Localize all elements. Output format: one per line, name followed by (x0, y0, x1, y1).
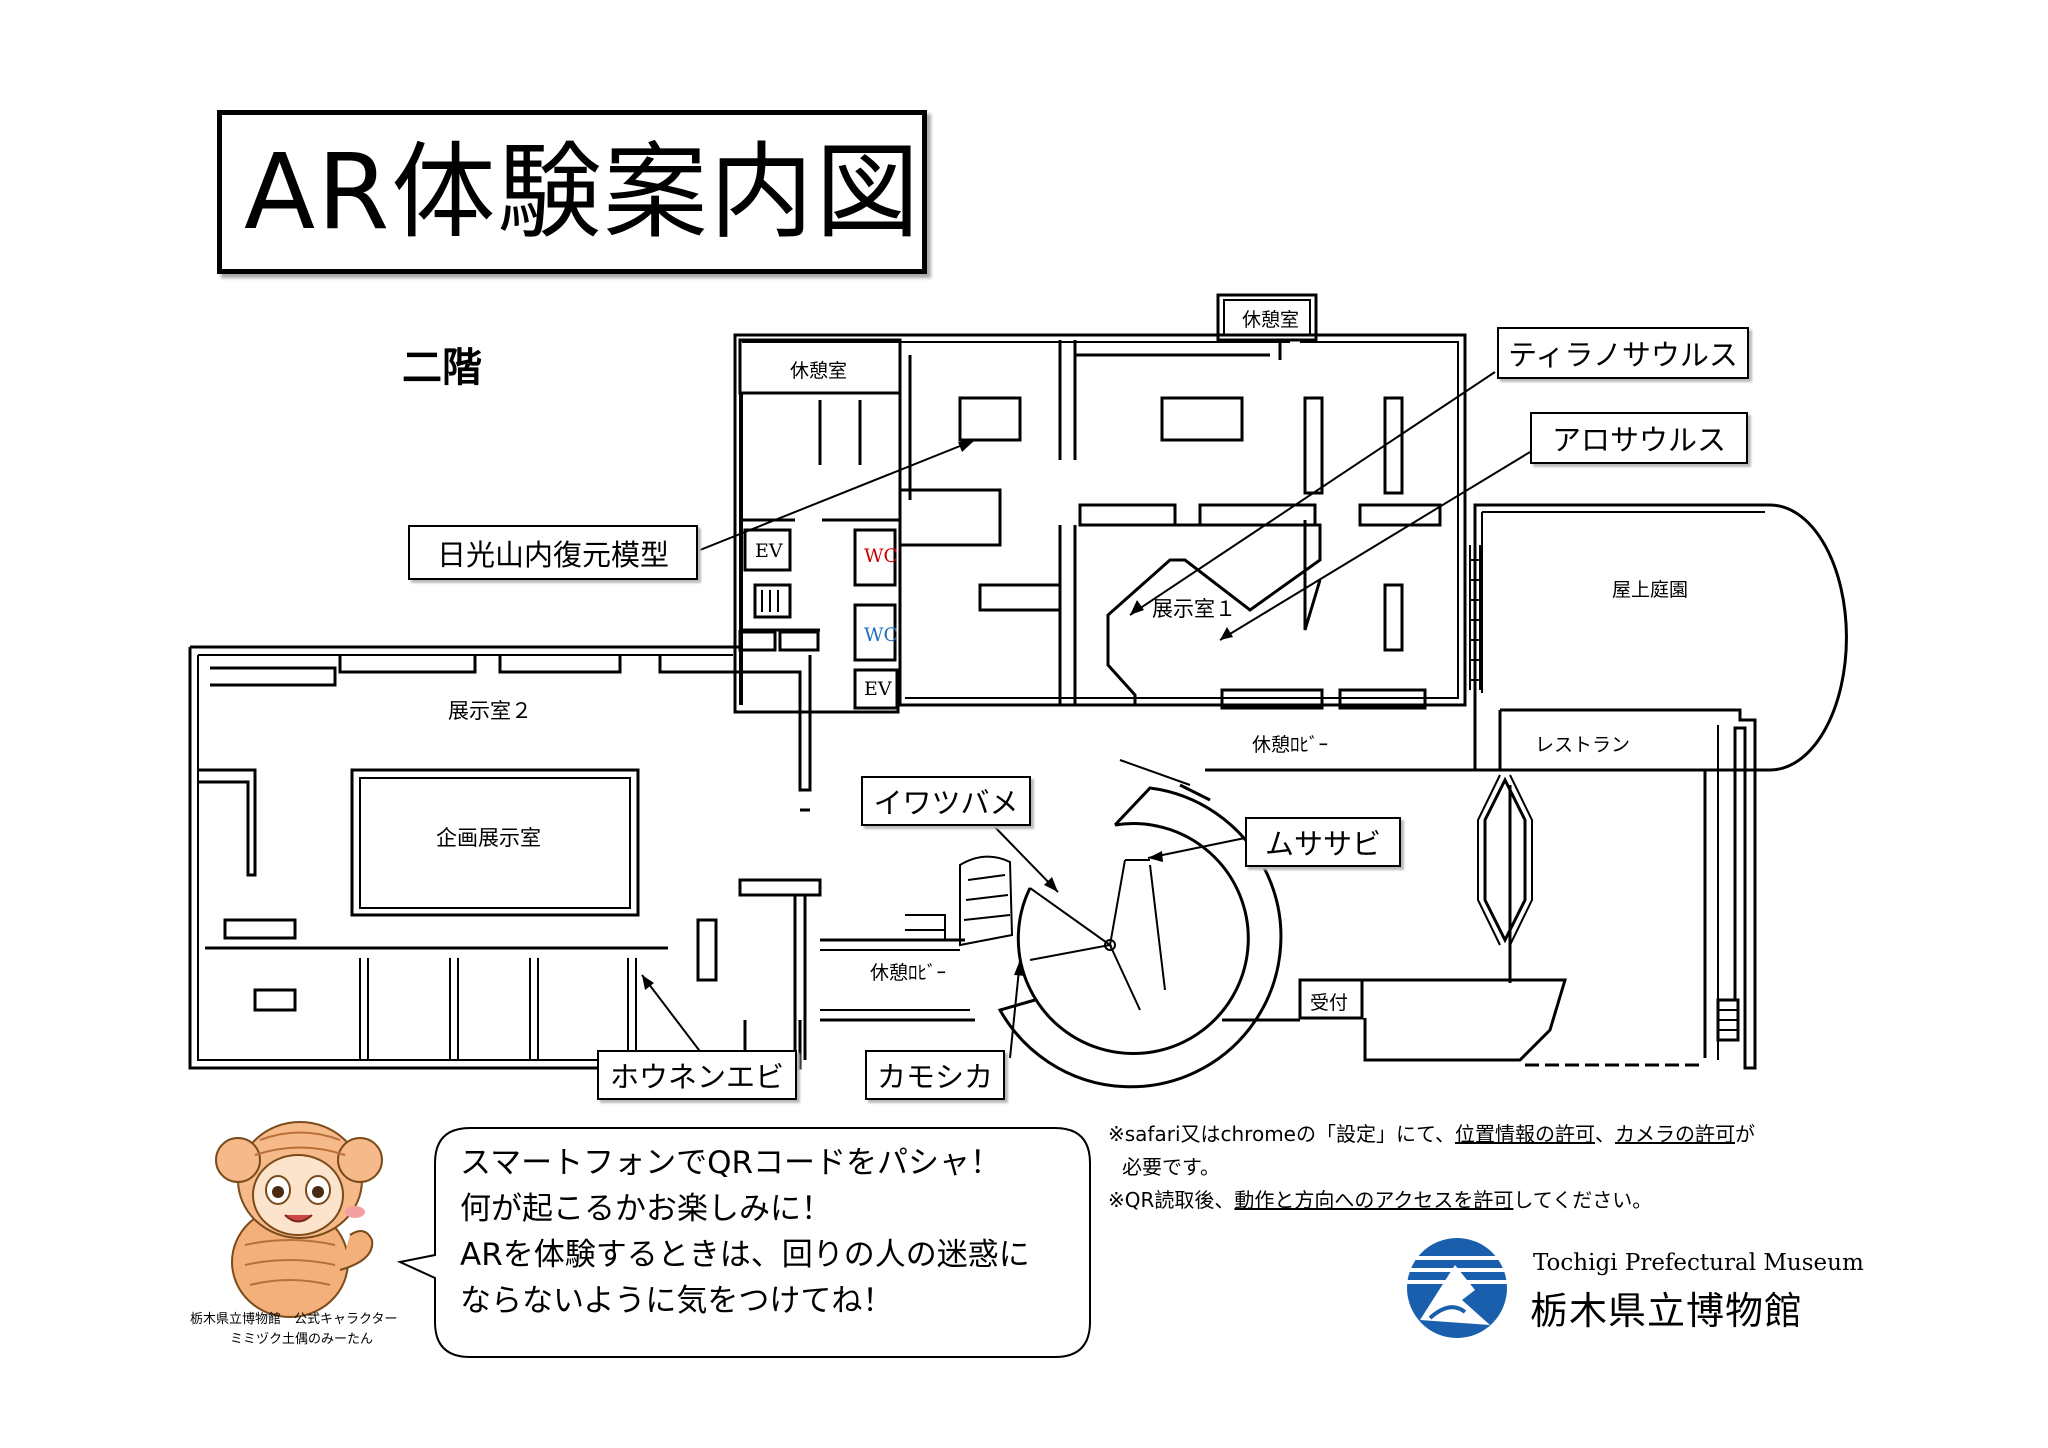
bubble-line: 何が起こるかお楽しみに！ (460, 1191, 832, 1227)
camera-permission-text: カメラの許可 (1615, 1122, 1735, 1146)
rest-room-label: 休憩室 (790, 360, 848, 382)
floor-label: 二階 (402, 345, 482, 391)
motion-permission-text: 動作と方向へのアクセスを許可 (1234, 1188, 1514, 1212)
rotunda-outline (997, 786, 1283, 1089)
note-line: ※QR読取後、動作と方向へのアクセスを許可してください。 (1108, 1184, 1755, 1217)
logo-japanese: 栃木県立博物館 (1530, 1289, 1804, 1333)
character-caption: ミミヅク土偶のみーたん (230, 1332, 374, 1347)
note-text: してください。 (1513, 1188, 1653, 1212)
bubble-line: スマートフォンでQRコードをパシャ！ (460, 1145, 1002, 1181)
location-permission-text: 位置情報の許可 (1455, 1122, 1595, 1146)
page-title: AR体験案内図 (244, 131, 922, 253)
museum-logo-icon (1407, 1238, 1507, 1338)
rest-lobby-label: 休憩ﾛﾋﾞｰ (870, 962, 947, 984)
rest-lobby-label: 休憩ﾛﾋﾞｰ (1252, 734, 1329, 756)
note-text: ※QR読取後、 (1108, 1188, 1235, 1212)
special-exhibit-label: 企画展示室 (436, 826, 541, 850)
callout-allosaurus: アロサウルス (1530, 412, 1748, 464)
rest-room-top-right-box (1216, 293, 1318, 342)
mitan-character-icon (215, 1121, 383, 1318)
note-text: ※safari又はchromeの「設定」にて、 (1108, 1122, 1455, 1146)
exhibit2-label: 展示室２ (448, 699, 532, 723)
wc-blue-box (853, 603, 897, 662)
character-caption: 栃木県立博物館 公式キャラクター (190, 1312, 398, 1327)
wc-label: WC (864, 624, 899, 646)
ev-top-box (743, 528, 792, 572)
rooftop-garden-outline (1473, 503, 1848, 772)
rooftop-garden-label: 屋上庭園 (1612, 579, 1689, 601)
note-text: 、 (1595, 1122, 1615, 1146)
bubble-text: スマートフォンでQRコードをパシャ！ 何が起こるかお楽しみに！ ARを体験すると… (460, 1140, 1030, 1324)
special-exhibit-box (350, 768, 640, 917)
logo-english: Tochigi Prefectural Museum (1533, 1250, 1864, 1276)
callout-musasabi: ムササビ (1245, 817, 1401, 867)
bubble-line: ARを体験するときは、回りの人の迷惑に (460, 1237, 1030, 1273)
speech-bubble (396, 1127, 1091, 1358)
exhibit1-label: 展示室１ (1152, 597, 1236, 621)
callout-hounen-ebi: ホウネンエビ (597, 1050, 797, 1100)
bubble-line: ならないように気をつけてね！ (460, 1283, 894, 1319)
note-text: が (1735, 1122, 1755, 1146)
rest-room-label: 休憩室 (1242, 309, 1300, 331)
callout-tyrannosaurus: ティラノサウルス (1497, 327, 1749, 379)
reception-box (1298, 978, 1364, 1020)
note-line: ※safari又はchromeの「設定」にて、位置情報の許可、カメラの許可が (1108, 1118, 1755, 1151)
ev-label: EV (755, 540, 783, 562)
restaurant-label: レストラン (1535, 734, 1631, 756)
ev-bottom-box (853, 668, 899, 710)
title-box: AR体験案内図 (217, 110, 927, 274)
permission-notes: ※safari又はchromeの「設定」にて、位置情報の許可、カメラの許可が 必… (1108, 1118, 1755, 1217)
reception-label: 受付 (1310, 992, 1349, 1014)
wc-red-box (853, 528, 897, 587)
wc-label: WC (864, 545, 899, 567)
ev-label: EV (864, 678, 892, 700)
note-line: 必要です。 (1122, 1155, 1220, 1179)
exhibit2-outline (188, 630, 802, 1070)
callout-iwatsubame: イワツバメ (861, 776, 1031, 826)
callout-nikko: 日光山内復元模型 (408, 525, 698, 580)
callout-kamoshika: カモシカ (865, 1050, 1005, 1100)
